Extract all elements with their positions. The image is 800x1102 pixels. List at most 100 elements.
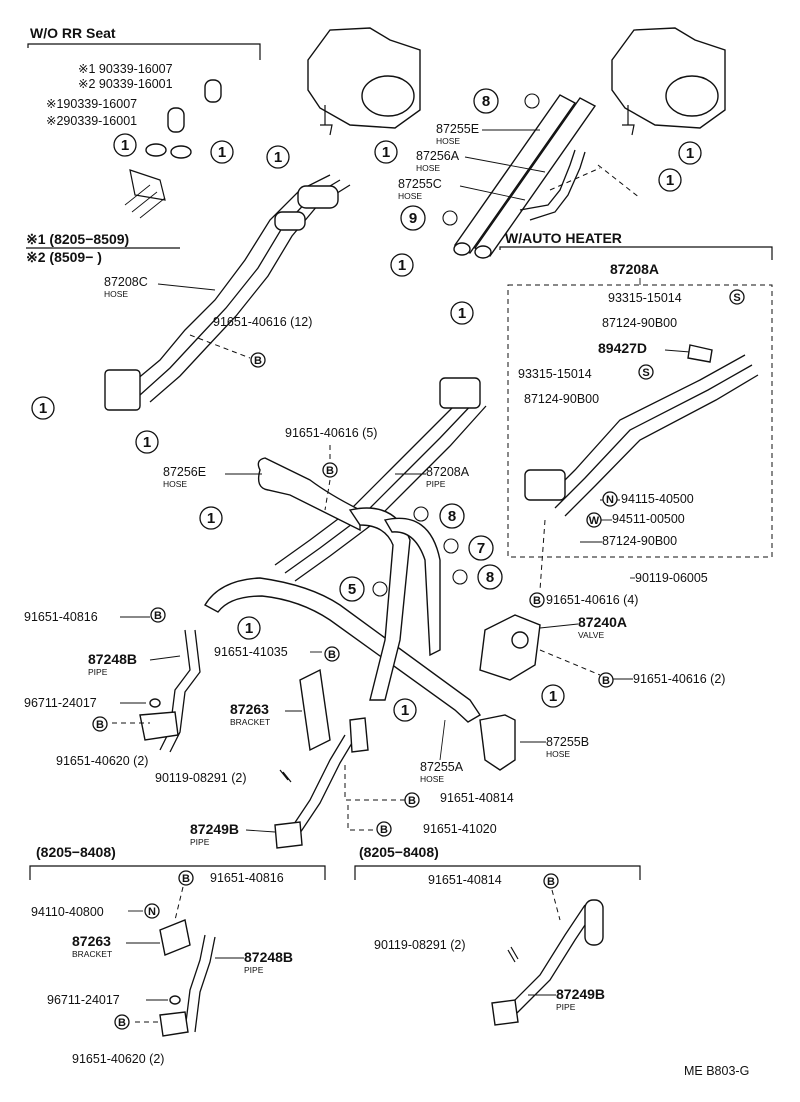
empty-callout-circle (372, 581, 388, 597)
bracket-87263 (299, 668, 331, 752)
callout-B-text: B (602, 675, 610, 687)
callout-one-text: 1 (143, 434, 151, 451)
label-87255a: 87255A (420, 760, 464, 774)
br-label-90119: 90119-08291 (2) (374, 938, 466, 952)
label-91651-40620: 91651-40620 (2) (56, 754, 148, 768)
callout-N-text: N (148, 906, 156, 918)
label-91651-41020: 91651-41020 (423, 822, 497, 836)
label-87255e-sub: HOSE (436, 136, 460, 146)
date-note-2: ※2 (8509− ) (26, 249, 102, 265)
label-94115: 94115-40500 (621, 492, 694, 506)
callout-eight-text: 8 (486, 569, 494, 586)
callout-N-text: N (606, 494, 614, 506)
label-87255c: 87255C (398, 177, 442, 191)
bl-bracket (159, 919, 191, 956)
callout-B-marker: B (178, 870, 194, 886)
label-91651-40816: 91651-40816 (24, 610, 98, 624)
hose-87256e (257, 457, 361, 532)
callout-B-text: B (533, 595, 541, 607)
callout-B-marker: B (598, 672, 614, 688)
label-87255a-sub: HOSE (420, 774, 444, 784)
callout-B-marker: B (114, 1014, 130, 1030)
label-87256e: 87256E (163, 465, 206, 479)
callout-N-marker: N (602, 491, 618, 507)
label-87249b-sub: PIPE (190, 837, 210, 847)
label-87208a: 87208A (426, 465, 470, 479)
label-91651-41035: 91651-41035 (214, 645, 288, 659)
callout-B-marker: B (250, 352, 266, 368)
hose-center-vertical (348, 507, 441, 701)
callout-one-marker: 1 (390, 253, 414, 277)
auto-heater-dashed-box (507, 284, 773, 558)
callout-B-text: B (118, 1017, 126, 1029)
label-87255b: 87255B (546, 735, 589, 749)
callout-one-marker: 1 (374, 140, 398, 164)
bl-label-87263-sub: BRACKET (72, 949, 112, 959)
part-90339-16001-a: ※2 90339-16001 (78, 77, 173, 91)
bl-label-91651-40816: 91651-40816 (210, 871, 284, 885)
label-87124-b: 87124-90B00 (524, 392, 599, 406)
hose-87255a (204, 577, 481, 723)
bracket-line (27, 43, 261, 60)
callout-one-text: 1 (382, 144, 390, 161)
callout-seven-marker: 7 (468, 535, 494, 561)
callout-one-text: 1 (458, 305, 466, 322)
callout-B-text: B (182, 873, 190, 885)
label-87240a-sub: VALVE (578, 630, 604, 640)
callout-nine-text: 9 (409, 210, 417, 227)
auto-heater-title: W/AUTO HEATER (505, 230, 622, 246)
bottom-right-section: (8205−8408) 91651-40814 90119-08291 (2) … (354, 844, 641, 1026)
bl-label-87263: 87263 (72, 933, 111, 949)
pipe-87249b (274, 717, 369, 849)
label-87208c: 87208C (104, 275, 148, 289)
bl-label-91651-40620: 91651-40620 (2) (72, 1052, 164, 1066)
callout-one-marker: 1 (113, 133, 137, 157)
callout-one-text: 1 (121, 137, 129, 154)
callout-one-text: 1 (218, 144, 226, 161)
label-91651-40616-2: 91651-40616 (2) (633, 672, 725, 686)
label-87255e: 87255E (436, 122, 479, 136)
callout-B-marker: B (324, 646, 340, 662)
label-90119-08291: 90119-08291 (2) (155, 771, 247, 785)
callout-one-marker: 1 (135, 430, 159, 454)
callout-one-text: 1 (549, 688, 557, 705)
empty-callout-circle (524, 93, 540, 109)
label-87263: 87263 (230, 701, 269, 717)
callout-S-text: S (733, 292, 740, 304)
callout-B-text: B (547, 876, 555, 888)
callout-one-marker: 1 (31, 396, 55, 420)
label-91651-40616-5: 91651-40616 (5) (285, 426, 377, 440)
label-87208a-sub: PIPE (426, 479, 446, 489)
callout-one-text: 1 (398, 257, 406, 274)
part-90339-16007-b: ※190339-16007 (46, 97, 137, 111)
callout-B-marker: B (404, 792, 420, 808)
callout-S-marker: S (638, 364, 654, 380)
valve-87240a (479, 614, 541, 681)
bl-label-94110: 94110-40800 (31, 905, 104, 919)
callout-B-text: B (96, 719, 104, 731)
label-91651-40616-4: 91651-40616 (4) (546, 593, 638, 607)
br-label-87249b: 87249B (556, 986, 605, 1002)
callout-five-text: 5 (348, 581, 356, 598)
callout-B-marker: B (529, 592, 545, 608)
label-87256a: 87256A (416, 149, 460, 163)
clamp-icon (145, 143, 192, 159)
callout-five-marker: 5 (339, 576, 365, 602)
callout-one-text: 1 (401, 702, 409, 719)
label-87240a: 87240A (578, 614, 627, 630)
callout-one-marker: 1 (658, 168, 682, 192)
callout-S-marker: S (729, 289, 745, 305)
callout-one-text: 1 (207, 510, 215, 527)
callout-eight-marker: 8 (477, 564, 503, 590)
label-91651-40814: 91651-40814 (440, 791, 514, 805)
heater-unit-right (611, 27, 726, 136)
label-87124-c: 87124-90B00 (602, 534, 677, 548)
fitting-icon (124, 169, 166, 219)
grommet-icon (149, 698, 161, 708)
heater-unit-left (307, 27, 421, 136)
bl-label-87248b-sub: PIPE (244, 965, 264, 975)
callout-B-marker: B (376, 821, 392, 837)
label-87256e-sub: HOSE (163, 479, 187, 489)
